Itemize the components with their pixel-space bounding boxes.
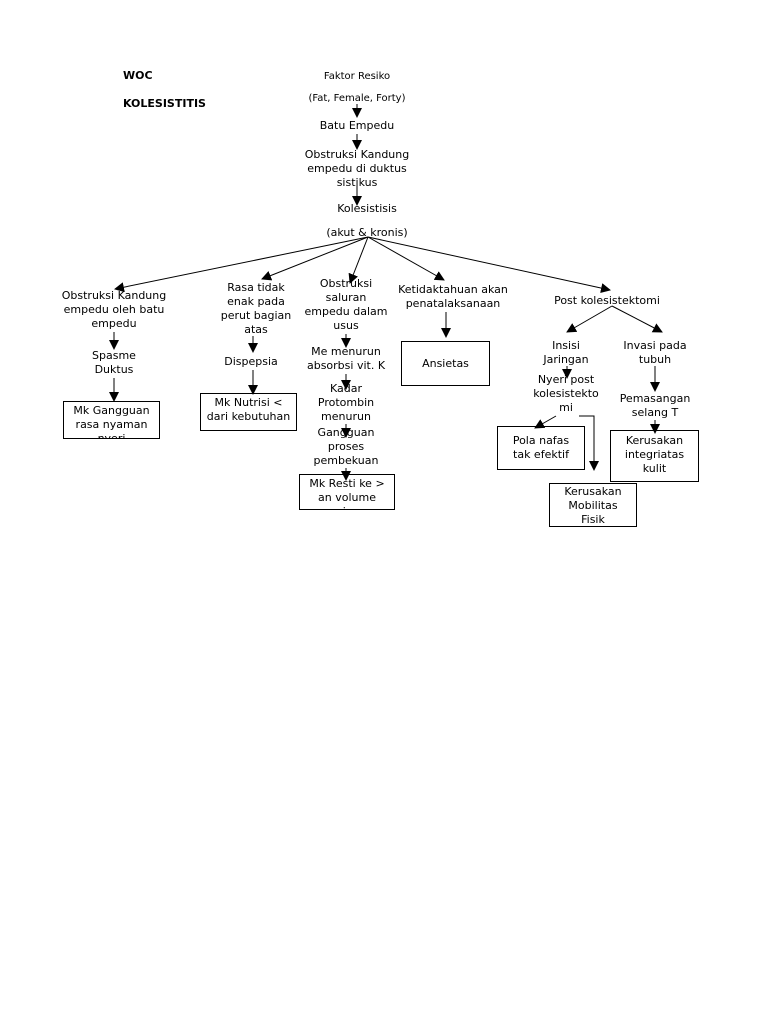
- node-nyeri-post: Nyeri post kolesistekto mi: [533, 373, 599, 414]
- node-post-kolesistektomi: Post kolesistektomi: [554, 294, 660, 307]
- node-rasa-tidak-enak: Rasa tidak enak pada perut bagian atas: [220, 281, 292, 336]
- arrow-hub-to-rasa-tidak-enak: [261, 236, 369, 281]
- node-obstruksi-kandung-sistikus: Obstruksi Kandung empedu di duktus sisti…: [304, 148, 410, 189]
- box-ansietas: Ansietas: [401, 341, 490, 386]
- node-dispepsia: Dispepsia: [224, 355, 278, 368]
- box-mk-gangguan-rasa-nyaman: Mk Gangguan rasa nyaman nyeri: [63, 401, 160, 439]
- node-gangguan-proses: Gangguan proses pembekuan: [313, 426, 379, 467]
- box-pola-nafas: Pola nafas tak efektif: [497, 426, 585, 470]
- arrow-nyeri-to-mobilitas: [579, 415, 599, 471]
- node-insisi-jaringan: Insisi Jaringan: [543, 339, 589, 366]
- node-spasme-duktus: Spasme Duktus: [92, 349, 136, 376]
- node-obstruksi-saluran: Obstruksi saluran empedu dalam usus: [304, 277, 388, 332]
- arrow-hub-to-ketidaktahuan: [367, 236, 445, 281]
- arrow-hub-to-obstruksi-saluran: [348, 236, 369, 284]
- node-ketidaktahuan: Ketidaktahuan akan penatalaksanaan: [398, 283, 508, 310]
- node-me-menurun-absorbsi: Me menurun absorbsi vit. K: [306, 345, 386, 372]
- node-fat-female-forty: (Fat, Female, Forty): [308, 93, 406, 104]
- node-kadar-protombin: Kadar Protombin menurun: [317, 382, 375, 423]
- node-invasi-tubuh: Invasi pada tubuh: [623, 339, 687, 366]
- arrow-post-to-invasi: [611, 305, 663, 333]
- node-akut-kronis: (akut & kronis): [326, 226, 408, 239]
- node-faktor-resiko: Faktor Resiko: [323, 71, 391, 82]
- box-mk-nutrisi: Mk Nutrisi < dari kebutuhan: [200, 393, 297, 431]
- node-pemasangan-selang: Pemasangan selang T: [619, 392, 691, 419]
- header-kolesistitis: KOLESISTITIS: [123, 97, 206, 110]
- header-woc: WOC: [123, 69, 153, 82]
- arrow-hub-to-obstruksi-batu: [114, 236, 369, 293]
- node-kolesistisis: Kolesistisis: [337, 202, 397, 215]
- arrow-hub-to-post: [367, 236, 611, 293]
- arrow-post-to-insisi: [566, 305, 613, 333]
- box-kerusakan-integriatas: Kerusakan integriatas kulit: [610, 430, 699, 482]
- box-kerusakan-mobilitas: Kerusakan Mobilitas Fisik: [549, 483, 637, 527]
- box-mk-resti: Mk Resti ke > an volume cairan: [299, 474, 395, 510]
- node-batu-empedu: Batu Empedu: [319, 119, 395, 132]
- node-obstruksi-kandung-batu: Obstruksi Kandung empedu oleh batu emped…: [61, 289, 167, 330]
